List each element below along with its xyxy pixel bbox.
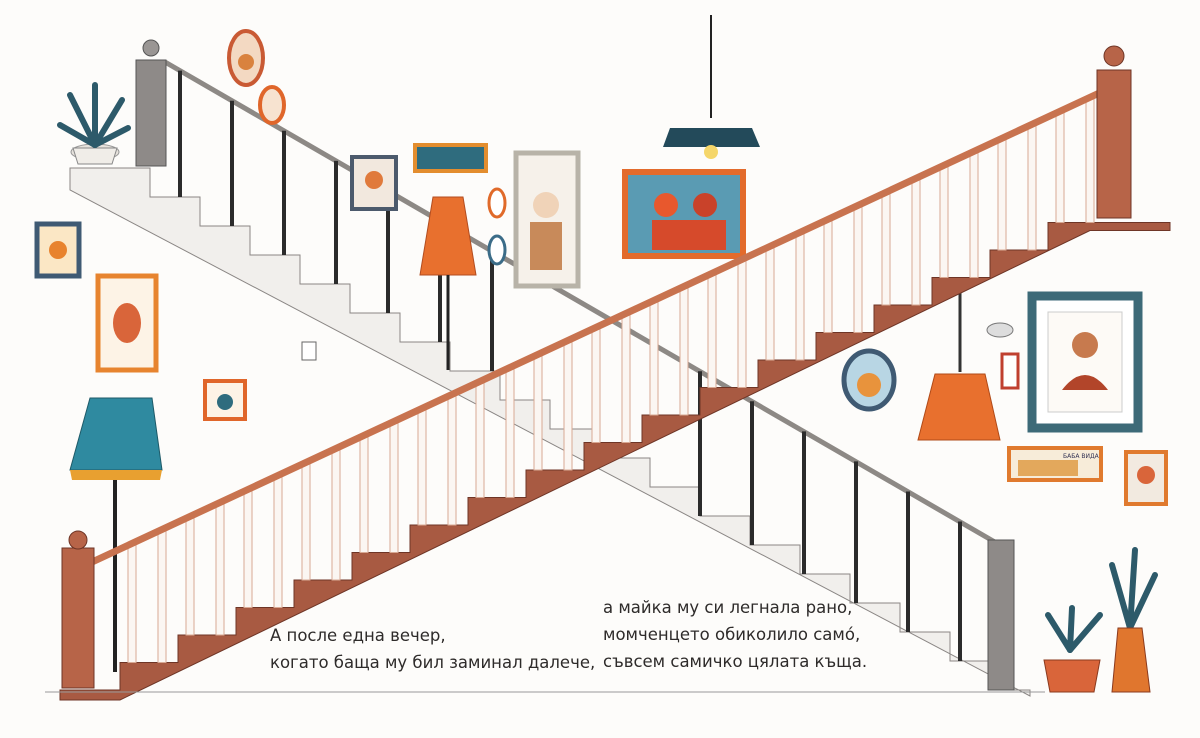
boy-portrait-frame — [1124, 450, 1168, 506]
newel-post-top — [135, 59, 167, 167]
landscape-frame — [413, 143, 488, 173]
story-line: съвсем самичко цялата къща. — [603, 652, 868, 671]
floor-lamp-teal — [69, 397, 163, 672]
main-stair-baluster — [795, 231, 805, 361]
newel-post-cap — [1103, 45, 1125, 67]
hanging-lamp-orange — [917, 290, 1001, 441]
story-line: когато баща му бил заминал далече, — [270, 653, 596, 672]
oval-frames — [487, 187, 507, 266]
story-line: а майка му си легнала рано, — [603, 598, 853, 617]
main-stair-baluster — [127, 542, 137, 663]
portrait-frame-grandfather — [513, 150, 581, 289]
newel-post-bottom-left — [61, 547, 95, 689]
castle-frame-sign: БАБА ВИДА — [1063, 453, 1099, 460]
bearded-man-frame — [1027, 291, 1143, 433]
main-stair-baluster — [417, 407, 427, 526]
main-stair-baluster — [969, 150, 979, 278]
castle-frame — [1007, 446, 1103, 482]
potted-plant-top-left — [57, 82, 131, 165]
main-stair-handrail — [71, 84, 1114, 574]
main-stair-baluster — [447, 393, 457, 526]
main-stair-baluster — [823, 218, 833, 333]
story-text-left: А после една вечер, когато баща му бил з… — [270, 622, 595, 676]
newel-post-cap — [68, 530, 88, 550]
back-stair-handrail — [163, 59, 1002, 548]
trees-frame — [203, 379, 247, 421]
main-stair-baluster — [939, 164, 949, 278]
main-stair-baluster — [505, 366, 515, 498]
upper-left-staircase — [69, 59, 1031, 697]
main-stair-baluster — [359, 434, 369, 554]
potted-plants-right — [1043, 547, 1158, 693]
story-text-right: а майка му си легнала рано, момченцето о… — [603, 594, 867, 675]
main-stair-baluster — [997, 137, 1007, 251]
main-stair-baluster — [649, 299, 659, 416]
main-stair-baluster — [881, 191, 891, 306]
main-stair-baluster — [621, 312, 631, 443]
light-switch — [301, 341, 317, 361]
main-stair-baluster — [1055, 110, 1065, 223]
portrait-frame-woman — [350, 155, 398, 211]
newel-post-top-right — [1096, 69, 1132, 219]
portrait-frame-fox — [227, 29, 265, 87]
main-stair-baluster — [215, 501, 225, 636]
story-line: А после една вечер, — [270, 626, 446, 645]
main-stair-baluster — [679, 285, 689, 416]
small-frames-right — [986, 322, 1020, 390]
main-stair-baluster — [185, 515, 195, 636]
cat-oval-frame — [841, 348, 897, 412]
main-stair-baluster — [273, 474, 283, 608]
main-stair-baluster — [737, 258, 747, 388]
floor-lamp-orange — [419, 196, 477, 370]
hanging-lamp-top — [663, 15, 760, 159]
main-stair-baluster — [331, 447, 341, 581]
main-stair-baluster — [707, 272, 717, 388]
main-stair-baluster — [301, 461, 311, 581]
main-stair-baluster — [243, 488, 253, 609]
main-stair-baluster — [853, 204, 863, 333]
main-staircase — [59, 45, 1171, 701]
main-stair-baluster — [389, 420, 399, 553]
main-stair-baluster — [533, 353, 543, 471]
main-stair-baluster — [765, 245, 775, 361]
newel-post-bottom-right — [987, 539, 1015, 691]
portrait-frame-small-orange — [258, 85, 286, 125]
sun-frame — [34, 221, 82, 279]
family-portrait-frame — [622, 169, 746, 259]
main-stair-baluster — [157, 528, 167, 663]
beetle-frame — [95, 273, 159, 373]
main-stair-baluster — [475, 380, 485, 499]
main-stair-baluster — [911, 177, 921, 306]
main-stair-baluster — [1027, 123, 1037, 251]
main-stair-baluster — [591, 326, 601, 443]
wall-decorations — [34, 15, 1168, 693]
main-stair-baluster — [1085, 96, 1095, 223]
story-line: момченцето обиколило само́, — [603, 625, 861, 644]
main-stair-baluster — [563, 339, 573, 471]
